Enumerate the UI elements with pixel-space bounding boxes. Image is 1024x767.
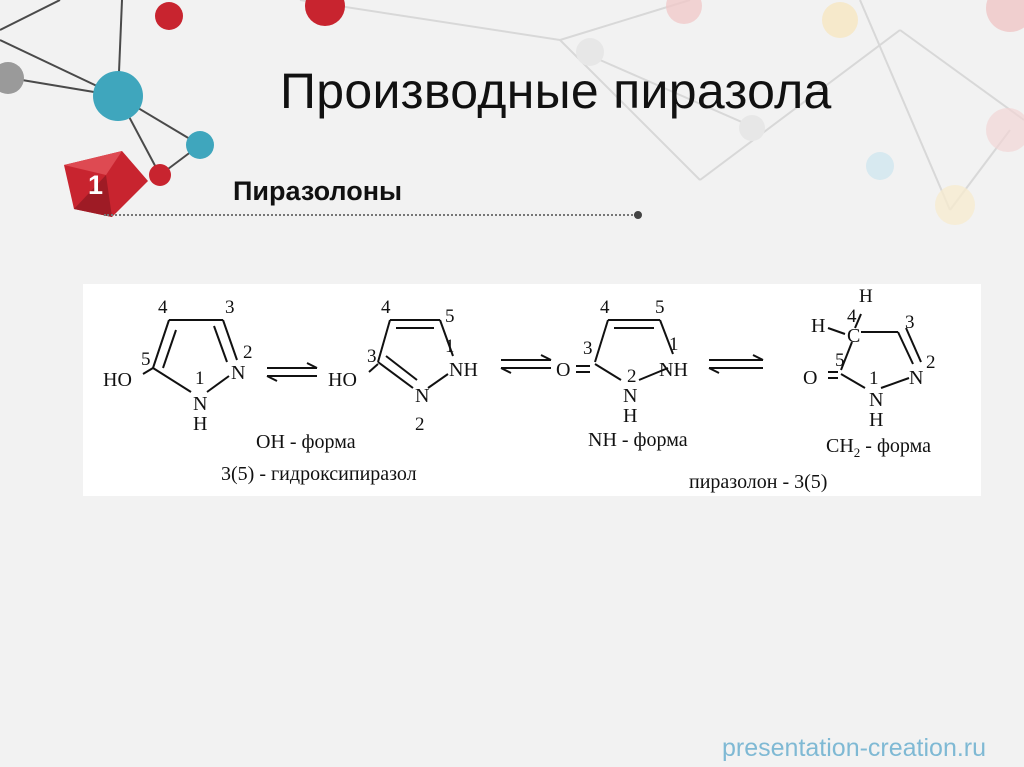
section-badge [64, 151, 148, 217]
s1-nh-n-label: N [193, 393, 207, 415]
section-subtitle: Пиразолоны [233, 176, 403, 206]
s4-h-top-label: H [859, 286, 873, 307]
s3-num-1: 1 [669, 334, 679, 355]
s2-nh-label: NH [449, 359, 478, 381]
s3-num-4: 4 [600, 297, 610, 318]
ch2-form-caption: CH2 - форма [826, 435, 931, 460]
s4-h-left-label: H [811, 315, 825, 337]
s4-nh-n-label: N [869, 389, 883, 411]
s2-num-3: 3 [367, 346, 377, 367]
s2-num-5: 5 [445, 306, 455, 327]
s1-ho-label: HO [103, 369, 132, 391]
s3-o-label: O [556, 359, 570, 381]
divider-line [104, 214, 636, 216]
tautomer-diagram: HO 4 3 5 2 N 1 N H HO 4 5 3 1 NH N 2 O 4… [103, 286, 936, 493]
s3-h-label: H [623, 405, 637, 427]
s4-o-label: O [803, 367, 817, 389]
s1-n-label: N [231, 362, 245, 384]
s1-num-4: 4 [158, 297, 168, 318]
nh-form-caption: NH - форма [588, 429, 688, 451]
s2-num-2: 2 [415, 414, 425, 435]
s4-c-label: C [847, 325, 860, 347]
s2-ho-label: HO [328, 369, 357, 391]
s4-nh-h-label: H [869, 409, 883, 431]
section-number: 1 [88, 170, 104, 200]
oh-form-caption: OH - форма [256, 431, 356, 453]
s3-nh-label: NH [659, 359, 688, 381]
s4-num-4: 4 [847, 306, 857, 327]
s1-num-1: 1 [195, 368, 205, 389]
s4-num-1: 1 [869, 368, 879, 389]
s1-num-2: 2 [243, 342, 253, 363]
slide-title: Производные пиразола [280, 63, 832, 119]
s2-num-4: 4 [381, 297, 391, 318]
s1-nh-h-label: H [193, 413, 207, 435]
s4-num-5: 5 [835, 350, 845, 371]
s4-num-2: 2 [926, 352, 936, 373]
s3-num-2: 2 [627, 366, 637, 387]
s4-n-label: N [909, 367, 923, 389]
s2-num-1: 1 [445, 336, 455, 357]
pyrazolone-name: пиразолон - 3(5) [689, 471, 827, 493]
s3-num-5: 5 [655, 297, 665, 318]
s3-n-label: N [623, 385, 637, 407]
tautomer-figure: HO 4 3 5 2 N 1 N H HO 4 5 3 1 NH N 2 O 4… [83, 284, 981, 496]
s2-n-label: N [415, 385, 429, 407]
s1-num-5: 5 [141, 349, 151, 370]
s3-num-3: 3 [583, 338, 593, 359]
s1-num-3: 3 [225, 297, 235, 318]
s4-num-3: 3 [905, 312, 915, 333]
divider-dot [634, 211, 642, 219]
oh-form-name: 3(5) - гидроксипиразол [221, 463, 417, 485]
footer-watermark: presentation-creation.ru [722, 734, 987, 762]
